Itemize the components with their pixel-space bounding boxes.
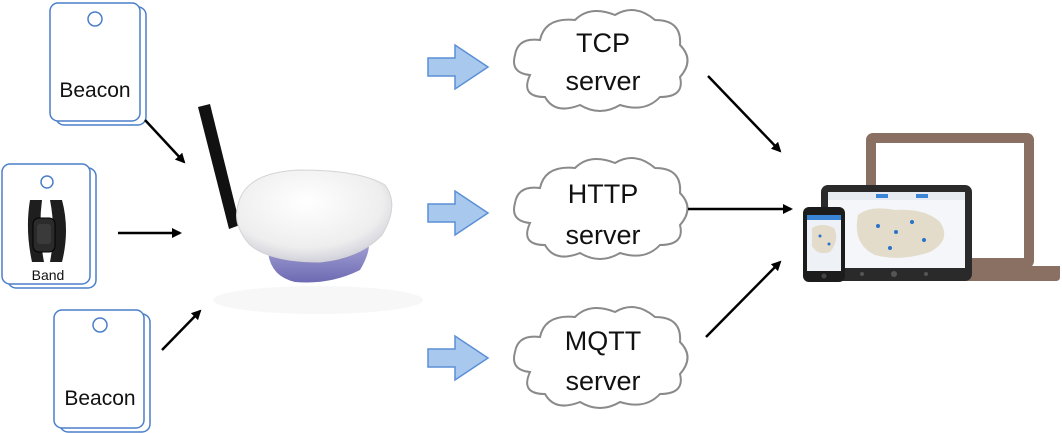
beacon-label: Beacon <box>59 79 131 102</box>
beacon-tag-icon <box>53 309 151 433</box>
server-type: server <box>565 220 641 250</box>
beacon-to-gateway-arrow <box>144 119 186 164</box>
mqtt-to-client-arrow <box>705 260 782 338</box>
band-icon <box>1 163 97 289</box>
flow-arrow <box>427 334 490 382</box>
server-name: HTTP <box>567 179 639 209</box>
tcp-to-client-arrow <box>707 75 782 153</box>
tablet-icon <box>821 185 972 281</box>
server-name: TCP <box>576 28 630 58</box>
band-label: Band <box>31 267 65 283</box>
server-type: server <box>565 66 641 96</box>
flow-arrow <box>427 189 490 237</box>
flow-arrow <box>427 43 490 91</box>
cloud-icon <box>513 9 689 112</box>
beacon-to-gateway-arrow <box>161 309 202 351</box>
server-type: server <box>565 366 641 396</box>
phone-icon <box>803 207 845 282</box>
server-name: MQTT <box>564 326 642 356</box>
gateway-icon <box>198 104 423 314</box>
cloud-icon <box>513 157 689 260</box>
beacon-label: Beacon <box>64 387 136 410</box>
beacon-tag-icon <box>49 2 147 126</box>
cloud-icon <box>513 306 689 409</box>
